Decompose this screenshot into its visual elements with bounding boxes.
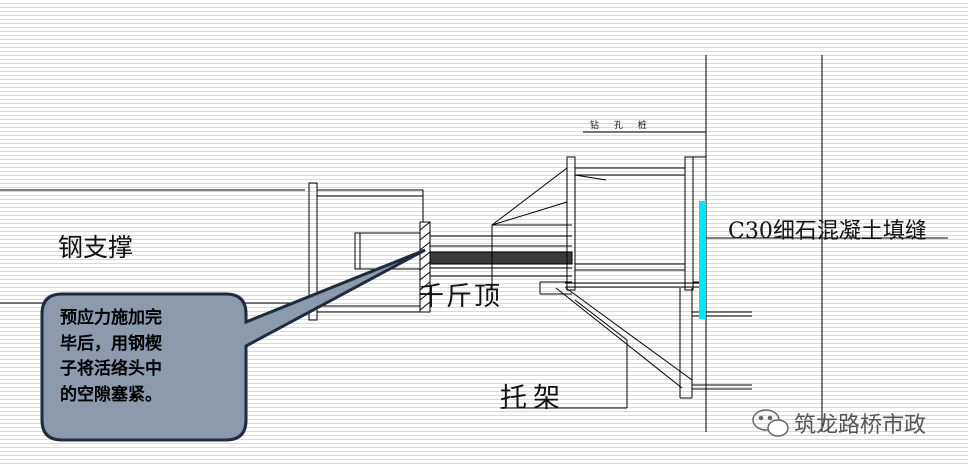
pile-label: 钻 孔 桩	[590, 121, 653, 131]
jack-assembly	[429, 224, 573, 295]
watermark: 筑龙路桥市政	[748, 405, 926, 441]
jack-label: 千斤顶	[418, 282, 503, 312]
c30-fill-label: C30细石混凝土填缝	[728, 219, 927, 244]
callout-text: 预应力施加完 毕后，用钢楔 子将活络头中 的空隙塞紧。	[60, 308, 162, 405]
wechat-icon	[752, 409, 789, 437]
jack-hatched-band	[429, 251, 573, 265]
bracket-label: 托架	[500, 383, 566, 414]
bracket-strut	[555, 287, 752, 399]
c30-fill-strip	[699, 201, 706, 319]
callout-bubble	[40, 248, 426, 442]
watermark-text: 筑龙路桥市政	[794, 413, 927, 438]
wedge-plate	[419, 221, 431, 313]
steel-support-label: 钢支撑	[58, 233, 134, 262]
support-end-plate	[308, 182, 318, 321]
bracket-frame	[491, 156, 706, 291]
